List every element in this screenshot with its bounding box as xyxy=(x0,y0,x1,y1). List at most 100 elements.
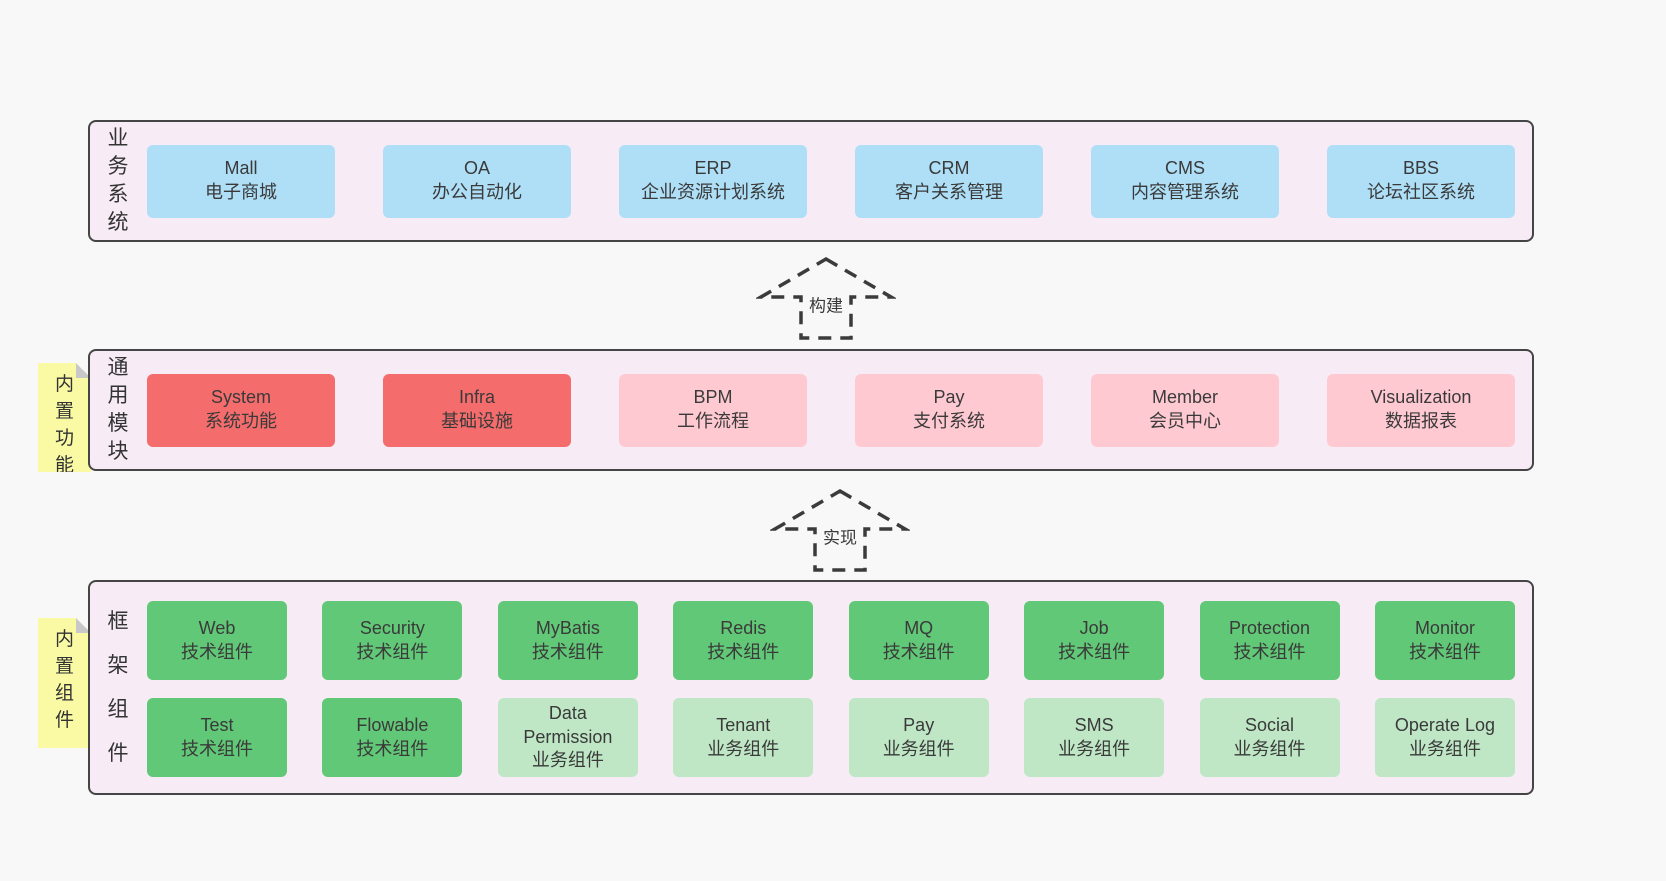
band-business-systems: 业务系统 Mall 电子商城 OA 办公自动化 ERP 企业资源计划系统 CRM… xyxy=(88,120,1534,242)
arrow-implement: 实现 xyxy=(770,486,910,574)
box-title: SMS xyxy=(1074,714,1114,735)
box-oa: OA 办公自动化 xyxy=(383,144,571,218)
box-subtitle: 技术组件 xyxy=(531,641,604,662)
band-label-text: 通用模块 xyxy=(107,356,129,463)
box-subtitle: 内容管理系统 xyxy=(1131,182,1239,202)
box-title: Visualization xyxy=(1370,387,1472,408)
box-subtitle: 业务组件 xyxy=(531,750,604,771)
band-common-modules: 通用模块 System 系统功能 Infra 基础设施 BPM 工作流程 Pay… xyxy=(88,349,1534,471)
box-subtitle: 技术组件 xyxy=(356,641,429,662)
box-bpm: BPM 工作流程 xyxy=(619,373,807,447)
box-title: OA xyxy=(463,158,490,179)
box-title: Redis xyxy=(720,617,767,638)
sticky-label: 内置组件 xyxy=(54,629,74,731)
box-cms: CMS 内容管理系统 xyxy=(1091,144,1279,218)
band-label-common-modules: 通用模块 xyxy=(90,351,146,469)
box-test: Test 技术组件 xyxy=(147,698,287,777)
box-title: MQ xyxy=(904,617,934,638)
box-subtitle: 会员中心 xyxy=(1149,411,1221,431)
box-social: Social 业务组件 xyxy=(1199,698,1340,777)
box-member: Member 会员中心 xyxy=(1091,373,1279,447)
box-mq: MQ 技术组件 xyxy=(848,601,989,680)
sticky-note-built-in-features: 内置功能 xyxy=(38,363,91,472)
box-pay-component: Pay 业务组件 xyxy=(848,698,989,777)
box-subtitle: 技术组件 xyxy=(882,641,955,662)
box-subtitle: 业务组件 xyxy=(882,738,955,759)
box-subtitle: 客户关系管理 xyxy=(895,182,1003,202)
box-data-permission: Data Permission 业务组件 xyxy=(497,698,638,777)
box-subtitle: 企业资源计划系统 xyxy=(641,182,785,202)
box-title: MyBatis xyxy=(535,617,600,638)
box-monitor: Monitor 技术组件 xyxy=(1374,601,1515,680)
box-subtitle: 电子商城 xyxy=(205,182,277,202)
box-subtitle: 技术组件 xyxy=(1233,641,1306,662)
box-subtitle: 技术组件 xyxy=(356,738,429,759)
box-mall: Mall 电子商城 xyxy=(147,144,335,218)
box-title: Web xyxy=(198,617,236,638)
box-subtitle: 业务组件 xyxy=(1233,738,1306,759)
box-title: Security xyxy=(359,617,425,638)
box-title: Data Permission xyxy=(523,702,613,747)
box-title: Monitor xyxy=(1414,617,1475,638)
dashed-up-arrow-icon xyxy=(756,256,896,340)
framework-row-2: Test 技术组件 Flowable 技术组件 Data Permission … xyxy=(147,698,1515,777)
box-title: Protection xyxy=(1229,617,1311,638)
band-label-text: 业务系统 xyxy=(107,127,129,234)
box-title: Member xyxy=(1151,387,1218,408)
box-pay-module: Pay 支付系统 xyxy=(855,373,1043,447)
box-title: Job xyxy=(1079,617,1109,638)
band-label-text: 框架组件 xyxy=(107,609,129,765)
box-crm: CRM 客户关系管理 xyxy=(855,144,1043,218)
box-title: Pay xyxy=(903,714,935,735)
box-subtitle: 系统功能 xyxy=(205,411,277,431)
box-redis: Redis 技术组件 xyxy=(673,601,814,680)
box-visualization: Visualization 数据报表 xyxy=(1327,373,1515,447)
box-subtitle: 支付系统 xyxy=(913,411,985,431)
box-subtitle: 基础设施 xyxy=(441,411,513,431)
band-label-business-systems: 业务系统 xyxy=(90,122,146,240)
arrow-implement-label: 实现 xyxy=(820,522,860,550)
box-subtitle: 业务组件 xyxy=(1408,738,1481,759)
dashed-up-arrow-icon xyxy=(770,488,910,572)
arrow-build-label: 构建 xyxy=(806,290,846,318)
box-title: BBS xyxy=(1402,158,1440,179)
box-infra: Infra 基础设施 xyxy=(383,373,571,447)
framework-row-1: Web 技术组件 Security 技术组件 MyBatis 技术组件 Redi… xyxy=(147,601,1515,680)
box-subtitle: 工作流程 xyxy=(677,411,749,431)
box-subtitle: 数据报表 xyxy=(1385,411,1457,431)
band-label-framework-components: 框架组件 xyxy=(90,582,146,793)
box-mybatis: MyBatis 技术组件 xyxy=(497,601,638,680)
box-subtitle: 技术组件 xyxy=(181,641,253,662)
common-modules-boxes: System 系统功能 Infra 基础设施 BPM 工作流程 Pay 支付系统… xyxy=(147,351,1515,469)
box-protection: Protection 技术组件 xyxy=(1199,601,1340,680)
box-title: Pay xyxy=(933,387,965,408)
box-title: ERP xyxy=(694,158,732,179)
box-sms: SMS 业务组件 xyxy=(1024,698,1165,777)
box-title: Operate Log xyxy=(1394,714,1495,735)
box-title: Test xyxy=(200,714,234,735)
box-subtitle: 技术组件 xyxy=(707,641,780,662)
box-title: Social xyxy=(1245,714,1295,735)
business-systems-boxes: Mall 电子商城 OA 办公自动化 ERP 企业资源计划系统 CRM 客户关系… xyxy=(147,122,1515,240)
box-title: CMS xyxy=(1165,158,1205,179)
box-subtitle: 业务组件 xyxy=(707,738,780,759)
framework-components-boxes: Web 技术组件 Security 技术组件 MyBatis 技术组件 Redi… xyxy=(147,601,1515,777)
box-title: Infra xyxy=(458,387,496,408)
box-subtitle: 技术组件 xyxy=(181,738,253,759)
box-job: Job 技术组件 xyxy=(1024,601,1165,680)
box-bbs: BBS 论坛社区系统 xyxy=(1327,144,1515,218)
arrow-build: 构建 xyxy=(756,254,896,342)
box-erp: ERP 企业资源计划系统 xyxy=(619,144,807,218)
box-subtitle: 办公自动化 xyxy=(432,182,522,202)
box-title: System xyxy=(210,387,271,408)
sticky-label: 内置功能 xyxy=(54,374,74,476)
box-title: BPM xyxy=(693,387,733,408)
box-subtitle: 论坛社区系统 xyxy=(1367,182,1475,202)
sticky-note-built-in-components: 内置组件 xyxy=(38,618,91,748)
box-operate-log: Operate Log 业务组件 xyxy=(1374,698,1515,777)
box-flowable: Flowable 技术组件 xyxy=(322,698,463,777)
box-subtitle: 技术组件 xyxy=(1058,641,1131,662)
box-title: Flowable xyxy=(356,714,429,735)
box-title: CRM xyxy=(928,158,970,179)
